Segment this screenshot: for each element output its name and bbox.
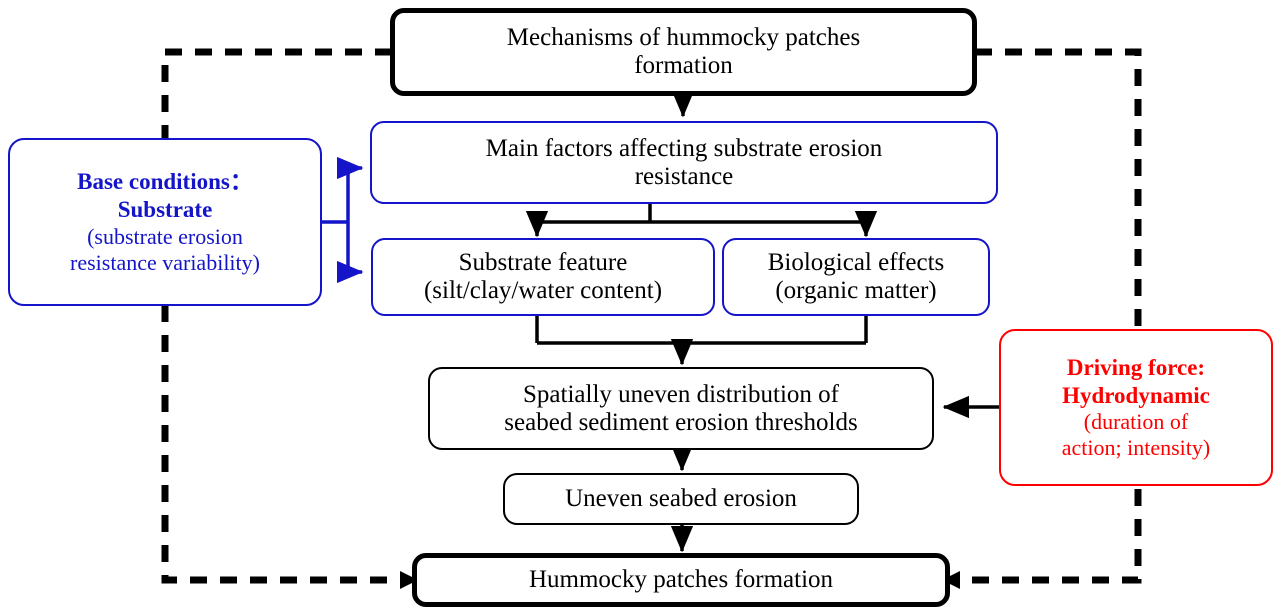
node-base-conditions[interactable]: Base conditions： Substrate (substrate er… [8, 138, 322, 306]
base-conditions-sub-line2: resistance variability) [70, 249, 260, 275]
base-conditions-heading-line1: Base conditions： [77, 169, 253, 195]
node-root[interactable]: Mechanisms of hummocky patches formation [390, 8, 977, 96]
node-uneven-erosion[interactable]: Uneven seabed erosion [503, 473, 859, 525]
edge-root-loop-right-arrowhead [942, 571, 960, 589]
edge-root-loop-left [161, 48, 400, 584]
edge-factors-merge [535, 316, 868, 366]
driving-force-heading-line2: Hydrodynamic [1062, 382, 1210, 408]
edge-base-conditions-bracket [322, 156, 364, 284]
edge-root-loop-left-arrowhead [400, 571, 418, 589]
node-outcome[interactable]: Hummocky patches formation [412, 553, 950, 607]
node-biological-effects[interactable]: Biological effects (organic matter) [722, 238, 990, 316]
driving-force-heading-line1: Driving force: [1066, 354, 1206, 380]
edge-main-factors-split [525, 204, 878, 238]
node-biological-effects-label: Biological effects (organic matter) [767, 249, 945, 304]
node-uneven-erosion-label: Uneven seabed erosion [565, 485, 797, 512]
edge-root-loop-right [960, 48, 1142, 584]
node-driving-force[interactable]: Driving force: Hydrodynamic (duration of… [999, 329, 1273, 486]
node-main-factors-label: Main factors affecting substrate erosion… [485, 134, 883, 190]
node-uneven-thresholds-label: Spatially uneven distribution of seabed … [504, 380, 858, 436]
node-substrate-feature-label: Substrate feature (silt/clay/water conte… [423, 249, 663, 304]
driving-force-sub-line2: action; intensity) [1061, 435, 1211, 461]
base-conditions-heading-line2: Substrate [117, 197, 213, 223]
driving-force-sub-line1: (duration of [1083, 409, 1189, 435]
node-uneven-thresholds[interactable]: Spatially uneven distribution of seabed … [428, 367, 934, 450]
node-main-factors[interactable]: Main factors affecting substrate erosion… [370, 121, 998, 204]
base-conditions-sub-line1: (substrate erosion [87, 223, 243, 249]
node-root-label: Mechanisms of hummocky patches formation [506, 24, 861, 79]
node-outcome-label: Hummocky patches formation [528, 566, 834, 593]
node-substrate-feature[interactable]: Substrate feature (silt/clay/water conte… [371, 238, 715, 316]
